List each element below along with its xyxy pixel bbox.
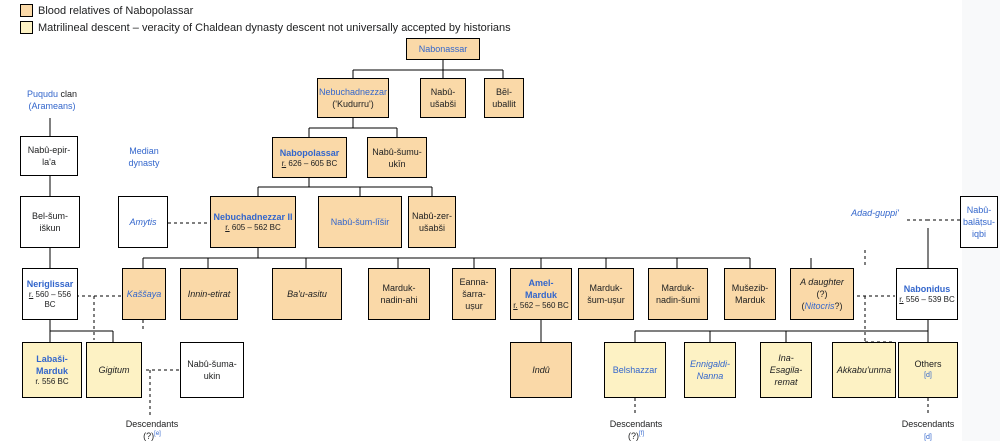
node-name[interactable]: Belshazzar xyxy=(612,365,658,375)
node-belshazzar[interactable]: Belshazzar xyxy=(604,342,666,398)
node-neriglissar[interactable]: Neriglissar r. 560 – 556 BC xyxy=(22,268,78,320)
node-name[interactable]: Median dynasty xyxy=(128,146,160,168)
node-name[interactable]: Adad-guppi' xyxy=(851,208,899,218)
node-name: Nabû-zer-ušabši xyxy=(411,211,452,233)
node-name: Innin-etirat xyxy=(187,289,231,299)
node-name: Marduk-nadin-šumi xyxy=(655,283,701,305)
node-name[interactable]: Nebuchadnezzar xyxy=(318,87,388,97)
node-kassaya[interactable]: Kaššaya xyxy=(122,268,166,320)
node-bel-sum-iskun: Bel-šum-iškun xyxy=(20,196,80,248)
node-musezib-marduk: Mušezib-Marduk xyxy=(724,268,776,320)
node-nabu-usabsi: Nabû-ušabši xyxy=(420,78,466,118)
node-name[interactable]: Amel-Marduk xyxy=(524,278,557,300)
node-nabopolassar[interactable]: Nabopolassar r. 626 – 605 BC xyxy=(272,137,347,178)
node-name[interactable]: Nabonidus xyxy=(903,284,951,294)
node-name: Marduk-nadin-ahi xyxy=(380,283,418,305)
node-amel-marduk[interactable]: Amel-Marduk r. 562 – 560 BC xyxy=(510,268,572,320)
node-reign: r. 626 – 605 BC xyxy=(281,158,338,168)
node-eanna-sarra-usur: Eanna-šarra-uṣur xyxy=(452,268,496,320)
node-name: Bel-šum-iškun xyxy=(31,211,68,233)
node-name: Others xyxy=(914,359,942,369)
node-name: Nabû-epir-la'a xyxy=(27,145,71,167)
node-nabonidus[interactable]: Nabonidus r. 556 – 539 BC xyxy=(896,268,958,320)
node-reign: r. 560 – 556 BC xyxy=(28,290,72,309)
node-name: Ba'u-asitu xyxy=(287,289,327,299)
node-median-dynasty[interactable]: Median dynasty xyxy=(116,145,172,169)
footnote-link[interactable]: [d] xyxy=(924,434,932,441)
node-name[interactable]: Nebuchadnezzar II xyxy=(213,212,293,222)
node-name[interactable]: Amytis xyxy=(129,217,157,227)
node-nabu-sumu-ukin: Nabû-šumu-ukīn xyxy=(367,137,427,178)
node-marduk-sum-usur: Marduk-šum-uṣur xyxy=(578,268,634,320)
node-name: Marduk-šum-uṣur xyxy=(587,283,625,305)
footnote-link[interactable]: [f] xyxy=(638,431,644,437)
node-a-daughter[interactable]: A daughter (?) (Nitocris?) xyxy=(790,268,854,320)
node-puqudu: Puqudu clan (Arameans) xyxy=(26,89,78,111)
node-nebuchadnezzar-i[interactable]: Nebuchadnezzar ('Kudurru') xyxy=(317,78,389,118)
footnote-link[interactable]: [e] xyxy=(154,431,161,437)
node-name[interactable]: Kaššaya xyxy=(126,289,162,299)
node-reign: r. 562 – 560 BC xyxy=(513,301,569,310)
node-name[interactable]: Labaši-Marduk xyxy=(35,354,68,376)
node-subtitle: ('Kudurru') xyxy=(332,99,374,109)
node-name: Gigitum xyxy=(98,365,130,375)
node-name[interactable]: Nabû-šum-līšir xyxy=(330,217,390,227)
node-name[interactable]: Neriglissar xyxy=(26,279,74,289)
descendants-labasi: Descendants (?)[e] xyxy=(125,419,179,441)
node-name: Ina-Esagila-remat xyxy=(769,353,803,387)
legend-label: Blood relatives of Nabopolassar xyxy=(38,4,194,17)
node-reign: r. 556 BC xyxy=(35,377,69,386)
legend-swatch-orange xyxy=(20,4,33,17)
node-name: Eanna-šarra-uṣur xyxy=(459,277,489,311)
node-nebuchadnezzar-ii[interactable]: Nebuchadnezzar II r. 605 – 562 BC xyxy=(210,196,296,248)
node-name: Nabû-šumu-ukīn xyxy=(372,146,422,169)
legend-swatch-yellow xyxy=(20,21,33,34)
node-name: Bēl-uballit xyxy=(492,87,516,109)
node-alt-name: (Nitocris?) xyxy=(801,301,843,311)
node-name[interactable]: Nabopolassar xyxy=(279,147,340,158)
node-name: Nabû-ušabši xyxy=(429,87,456,109)
node-name[interactable]: Nabû-balāṭsu-iqbi xyxy=(963,205,996,239)
node-nabu-suma-ukin: Nabû-šuma-ukin xyxy=(180,342,244,398)
node-subtitle[interactable]: (Arameans) xyxy=(28,101,76,111)
node-marduk-nadin-ahi: Marduk-nadin-ahi xyxy=(368,268,430,320)
node-others: Others [d] xyxy=(898,342,958,398)
node-ennigaldi-nanna[interactable]: Ennigaldi-Nanna xyxy=(684,342,736,398)
node-amytis[interactable]: Amytis xyxy=(118,196,168,248)
node-innin-etirat: Innin-etirat xyxy=(180,268,238,320)
node-akkabuunma: Akkabu'unma xyxy=(832,342,896,398)
node-name[interactable]: Puqudu xyxy=(26,89,58,99)
node-name[interactable]: Ennigaldi-Nanna xyxy=(689,359,731,381)
descendants-belshazzar: Descendants (?)[f] xyxy=(609,419,663,441)
node-bel-uballit: Bēl-uballit xyxy=(484,78,524,118)
node-name: Mušezib-Marduk xyxy=(731,283,769,305)
node-name[interactable]: Nabonassar xyxy=(418,44,468,54)
node-name: Akkabu'unma xyxy=(836,365,892,375)
node-name: Nabû-šuma-ukin xyxy=(187,359,237,381)
legend-label: Matrilineal descent – veracity of Chalde… xyxy=(38,21,511,34)
node-marduk-nadin-sumi: Marduk-nadin-šumi xyxy=(648,268,708,320)
descendants-others: Descendants [d] xyxy=(901,419,955,441)
node-qualifier: (?) xyxy=(816,289,828,299)
legend-matrilineal: Matrilineal descent – veracity of Chalde… xyxy=(20,21,511,34)
node-nabu-epir-laa: Nabû-epir-la'a xyxy=(20,136,78,176)
node-ina-esagila-remat: Ina-Esagila-remat xyxy=(760,342,812,398)
legend-blood-relatives: Blood relatives of Nabopolassar xyxy=(20,4,193,17)
node-nabu-sum-lisir[interactable]: Nabû-šum-līšir xyxy=(318,196,402,248)
node-name: Indû xyxy=(532,365,550,375)
footnote-link[interactable]: [d] xyxy=(924,372,932,379)
node-nabonassar[interactable]: Nabonassar xyxy=(406,38,480,60)
node-labasi-marduk[interactable]: Labaši-Marduk r. 556 BC xyxy=(22,342,82,398)
node-gigitum: Gigitum xyxy=(86,342,142,398)
node-reign: r. 605 – 562 BC xyxy=(225,223,281,232)
node-nabu-zer-usabsi: Nabû-zer-ušabši xyxy=(408,196,456,248)
node-bau-asitu: Ba'u-asitu xyxy=(272,268,342,320)
node-name: A daughter xyxy=(800,277,844,287)
node-adad-guppi[interactable]: Adad-guppi' xyxy=(850,207,900,219)
node-indu: Indû xyxy=(510,342,572,398)
node-nabu-balatsu-iqbi[interactable]: Nabû-balāṭsu-iqbi xyxy=(960,196,998,248)
node-reign: r. 556 – 539 BC xyxy=(899,295,955,304)
